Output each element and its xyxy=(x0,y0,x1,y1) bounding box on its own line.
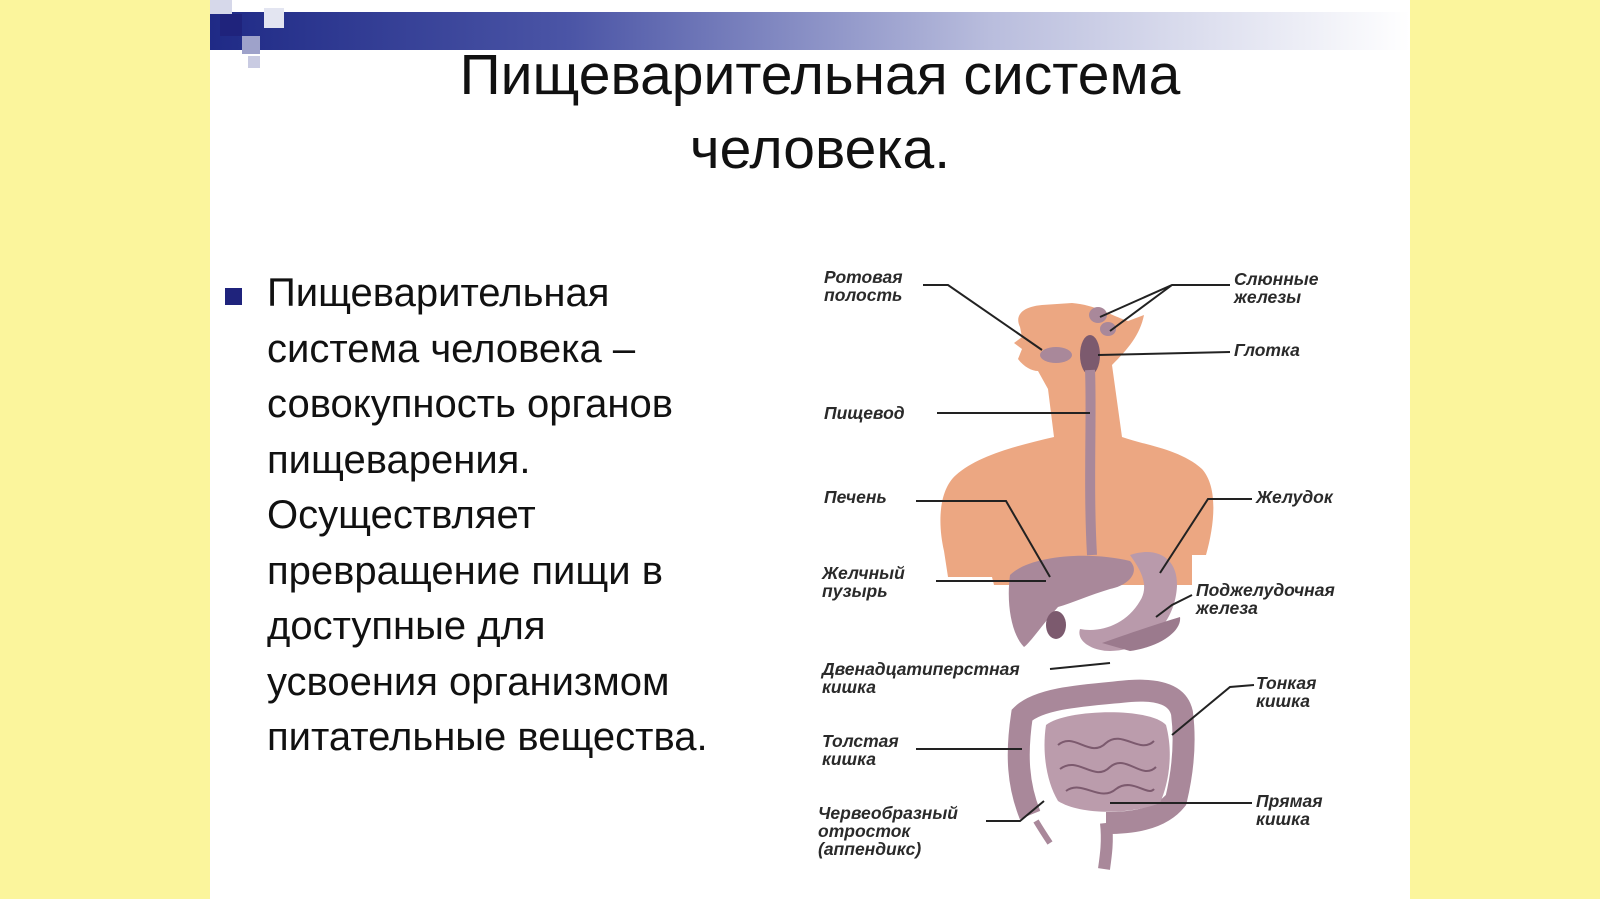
label-liver: Печень xyxy=(824,487,887,507)
mouth-organ xyxy=(1040,347,1072,363)
label-gallbladder: пузырь xyxy=(822,581,888,601)
label-oral-cavity: Ротовая xyxy=(824,267,903,287)
deco-square xyxy=(248,56,260,68)
text-line: пищеварения. xyxy=(267,437,531,482)
deco-square xyxy=(210,0,232,14)
label-small-intestine: кишка xyxy=(1256,691,1310,711)
intestine-folds xyxy=(1057,737,1157,795)
text-line: система человека – xyxy=(267,326,636,371)
text-line: Пищеварительная xyxy=(267,271,610,315)
label-large-intestine: Толстая xyxy=(822,731,899,751)
label-appendix: отросток xyxy=(818,821,911,841)
deco-square xyxy=(242,36,260,54)
label-esophagus: Пищевод xyxy=(824,403,905,423)
label-salivary-glands: Слюнные xyxy=(1234,269,1319,289)
label-pharynx: Глотка xyxy=(1234,340,1300,360)
label-duodenum: кишка xyxy=(822,677,876,697)
deco-square xyxy=(264,8,284,28)
salivary-gland xyxy=(1089,307,1107,323)
label-rectum: Прямая xyxy=(1256,791,1323,811)
text-line: совокупность органов xyxy=(267,382,673,426)
text-line: превращение пищи в xyxy=(267,548,664,593)
label-rectum: кишка xyxy=(1256,809,1310,829)
title-line: Пищеварительная система xyxy=(459,43,1181,107)
esophagus-organ xyxy=(1085,369,1097,556)
label-appendix: (аппендикс) xyxy=(818,839,921,859)
liver-organ xyxy=(1008,555,1134,647)
label-large-intestine: кишка xyxy=(822,749,876,769)
slide-title: Пищеварительная система человека. xyxy=(270,38,1370,186)
title-bar xyxy=(210,12,1410,50)
label-small-intestine: Тонкая xyxy=(1256,673,1316,693)
label-pancreas: Поджелудочная xyxy=(1196,580,1335,600)
pancreas-organ xyxy=(1102,617,1181,651)
text-line: Осуществляет xyxy=(267,493,536,537)
text-line: усвоения организмом xyxy=(267,659,670,704)
gallbladder-organ xyxy=(1046,611,1066,639)
label-duodenum: Двенадцатиперстная xyxy=(820,659,1020,679)
body-silhouette xyxy=(940,303,1214,585)
salivary-gland xyxy=(1100,322,1116,336)
pharynx-organ xyxy=(1080,335,1100,375)
label-oral-cavity: полость xyxy=(824,285,902,305)
text-line: питательные вещества. xyxy=(267,715,708,759)
bullet-text: Пищеварительная система человека – совок… xyxy=(267,266,827,766)
slide: Пищеварительная система человека. Пищева… xyxy=(210,0,1410,899)
bullet-icon xyxy=(225,288,242,305)
label-stomach: Желудок xyxy=(1255,487,1334,507)
appendix-organ xyxy=(1033,819,1053,845)
label-pancreas: железа xyxy=(1195,598,1258,618)
small-intestine xyxy=(1044,712,1170,812)
text-line: доступные для xyxy=(267,604,546,648)
digestive-system-diagram: Ротовая полость Слюнные железы Глотка Пи… xyxy=(818,267,1335,870)
label-salivary-glands: железы xyxy=(1233,287,1301,307)
label-gallbladder: Желчный xyxy=(821,563,905,583)
title-line: человека. xyxy=(689,117,951,181)
rectum-organ xyxy=(1098,822,1113,870)
deco-square xyxy=(220,14,242,36)
label-appendix: Червеобразный xyxy=(818,803,958,823)
large-intestine xyxy=(1007,679,1195,834)
